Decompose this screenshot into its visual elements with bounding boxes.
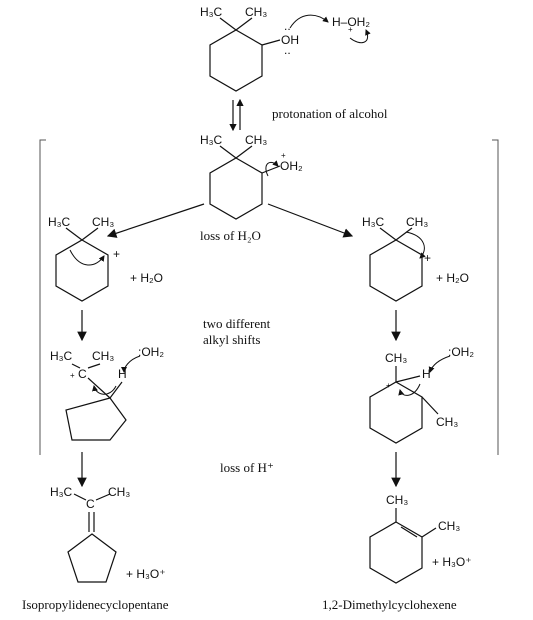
- methyl-label: CH₃: [92, 215, 114, 229]
- hydroxyl-label: OH: [281, 33, 299, 47]
- curved-arrow: [92, 385, 117, 395]
- plus-charge: +: [348, 25, 353, 34]
- methyl-label: H₃C: [48, 215, 71, 229]
- curved-arrow: [69, 249, 105, 266]
- branch-arrow-left: [106, 203, 205, 238]
- methyl-label: H₃C: [362, 215, 385, 229]
- methyl-label: CH₃: [245, 133, 267, 147]
- label-two-different: two different: [203, 316, 271, 331]
- water-base: :OH₂: [138, 345, 164, 359]
- carbon-label: C: [78, 367, 87, 381]
- curved-arrow: [428, 355, 451, 373]
- product-name-right: 1,2-Dimethylcyclohexene: [322, 597, 457, 612]
- methyl-label: H₃C: [50, 485, 73, 499]
- secondary-carbocation: H₃C CH₃ +: [48, 215, 120, 302]
- hydronium-byproduct: + H₃O⁺: [126, 567, 166, 581]
- product-name-left: Isopropylidenecyclopentane: [22, 597, 169, 612]
- hydronium-label: H–OH₂: [332, 15, 370, 29]
- carbon-label: C: [86, 497, 95, 511]
- curved-arrow: [398, 383, 421, 396]
- oxonium-label: OH₂: [280, 159, 303, 173]
- curved-arrow: [349, 29, 371, 44]
- hydronium: H–OH₂ +: [332, 15, 370, 34]
- branch-arrow-right: [267, 203, 354, 238]
- methyl-label: H₃C: [200, 133, 223, 147]
- hydrogen-label: H: [422, 367, 431, 381]
- label-loss-water: loss of H₂O: [200, 228, 261, 243]
- methyl-label: CH₃: [438, 519, 460, 533]
- label-protonation: protonation of alcohol: [272, 106, 388, 121]
- methyl-label: CH₃: [245, 5, 267, 19]
- starting-alcohol: H₃C CH₃ OH .. ..: [200, 5, 299, 92]
- product-dimethylcyclohexene: CH₃ CH₃: [369, 493, 460, 584]
- curved-arrow: [265, 160, 279, 177]
- methyl-label: CH₃: [92, 349, 114, 363]
- water-base: :OH₂: [448, 345, 474, 359]
- hydrogen-label: H: [118, 367, 127, 381]
- right-bracket: [492, 139, 499, 455]
- label-alkyl-shifts: alkyl shifts: [203, 332, 260, 347]
- lone-pair: ..: [284, 19, 291, 33]
- curved-arrow: [121, 355, 141, 373]
- plus-charge: +: [113, 247, 120, 261]
- plus-charge: +: [386, 381, 391, 390]
- plus-charge: +: [70, 371, 75, 380]
- left-bracket: [39, 139, 46, 455]
- secondary-carbocation: H₃C CH₃ +: [362, 215, 431, 302]
- water-byproduct: + H₂O: [436, 271, 469, 285]
- lone-pair: ..: [284, 43, 291, 57]
- methyl-label: H₃C: [200, 5, 223, 19]
- methyl-label: CH₃: [386, 493, 408, 507]
- hydronium-byproduct: + H₃O⁺: [432, 555, 472, 569]
- curved-arrow: [289, 14, 329, 29]
- methyl-label: CH₃: [108, 485, 130, 499]
- label-loss-h: loss of H⁺: [220, 460, 274, 475]
- methyl-label: CH₃: [385, 351, 407, 365]
- methyl-label: CH₃: [436, 415, 458, 429]
- tertiary-carbocation: H₃C CH₃ C + H :OH₂: [50, 345, 164, 441]
- water-byproduct: + H₂O: [130, 271, 163, 285]
- tertiary-carbocation: CH₃ CH₃ + H :OH₂: [369, 345, 474, 444]
- curved-arrow: [405, 231, 426, 259]
- methyl-label: H₃C: [50, 349, 73, 363]
- methyl-label: CH₃: [406, 215, 428, 229]
- plus-charge: +: [424, 251, 431, 265]
- plus-charge: +: [281, 151, 286, 160]
- product-isopropylidenecyclopentane: H₃C CH₃ C: [50, 485, 130, 583]
- protonated-alcohol: H₃C CH₃ OH₂ +: [200, 133, 303, 220]
